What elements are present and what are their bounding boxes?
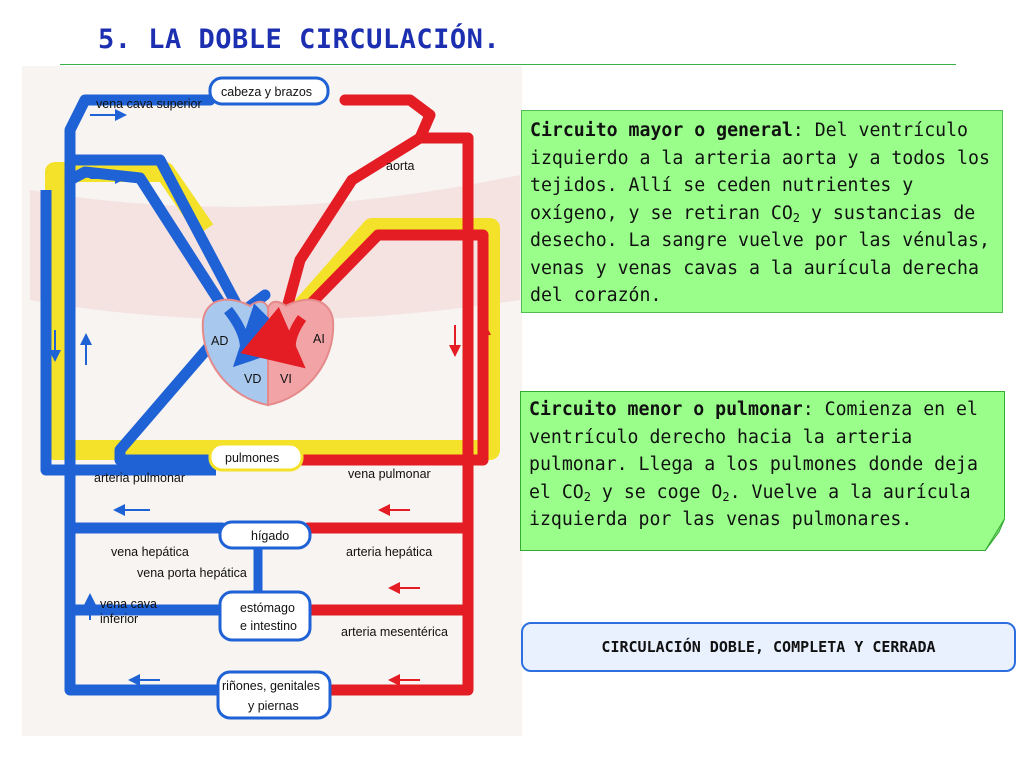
label-vena-cava-inferior-2: inferior [100, 612, 138, 626]
summary-box: CIRCULACIÓN DOBLE, COMPLETA Y CERRADA [521, 622, 1016, 672]
page-fold-icon [985, 518, 1005, 551]
circuito-menor-note: Circuito menor o pulmonar: Comienza en e… [520, 391, 1005, 551]
label-rinones-2: y piernas [248, 699, 299, 713]
title-rule [60, 64, 956, 65]
label-vena-pulmonar: vena pulmonar [348, 467, 431, 481]
label-arteria-mesenterica: arteria mesentérica [341, 625, 448, 639]
co2-subscript: 2 [792, 210, 801, 225]
label-vena-hepatica: vena hepática [111, 545, 189, 559]
box-estomago [218, 590, 312, 642]
label-estomago-2: e intestino [240, 619, 297, 633]
veins [64, 94, 263, 696]
circulation-diagram: vena cava superior cabeza y brazos aorta… [0, 66, 530, 746]
label-ad: AD [211, 334, 228, 348]
direction-arrows [49, 109, 491, 686]
box-cabeza-brazos [208, 76, 330, 106]
heart [201, 298, 335, 407]
o2-subscript: 2 [722, 489, 730, 504]
summary-text: CIRCULACIÓN DOBLE, COMPLETA Y CERRADA [601, 638, 936, 656]
page-title: 5. LA DOBLE CIRCULACIÓN. [98, 24, 501, 55]
label-cabeza-brazos: cabeza y brazos [221, 85, 312, 99]
label-vi: VI [280, 372, 292, 386]
box-rinones [216, 670, 332, 720]
box-higado [218, 520, 312, 550]
circuito-menor-title: Circuito menor o pulmonar [529, 399, 803, 420]
label-higado: hígado [251, 529, 289, 543]
organ-boxes [208, 76, 332, 720]
box-pulmones [208, 442, 304, 472]
label-estomago-1: estómago [240, 601, 295, 615]
circuito-mayor-text-a: : Del ventrículo izquierdo a la arteria … [530, 120, 990, 224]
label-ai: AI [313, 332, 325, 346]
circuito-mayor-title: Circuito mayor o general [530, 120, 793, 141]
label-vena-cava-inferior-1: vena cava [100, 597, 157, 611]
circuito-menor-text-a: : Comienza en el ventrículo derecho haci… [529, 399, 978, 503]
label-rinones-1: riñones, genitales [222, 679, 320, 693]
pulmonary-artery [40, 190, 216, 476]
circuito-menor-text-c: . Vuelve a la aurícula izquierda por las… [529, 481, 971, 531]
label-arteria-hepatica: arteria hepática [346, 545, 432, 559]
pulmonary-vein [284, 229, 489, 466]
circuito-menor-box: Circuito menor o pulmonar: Comienza en e… [520, 391, 1005, 551]
label-arteria-pulmonar: arteria pulmonar [94, 471, 185, 485]
label-pulmones: pulmones [225, 451, 279, 465]
label-aorta: aorta [386, 159, 415, 173]
circuito-mayor-text-b: y sustancias de desecho. La sangre vuelv… [530, 202, 990, 307]
label-vena-cava-superior: vena cava superior [96, 97, 202, 111]
background-band [30, 175, 520, 320]
circuito-mayor-box: Circuito mayor o general: Del ventrículo… [521, 110, 1003, 313]
circuito-menor-text-b: y se coge O [590, 481, 723, 503]
label-vd: VD [244, 372, 261, 386]
label-vena-porta: vena porta hepática [137, 566, 247, 580]
diagram-labels: vena cava superior cabeza y brazos aorta… [94, 85, 448, 713]
co2-subscript: 2 [583, 489, 591, 504]
